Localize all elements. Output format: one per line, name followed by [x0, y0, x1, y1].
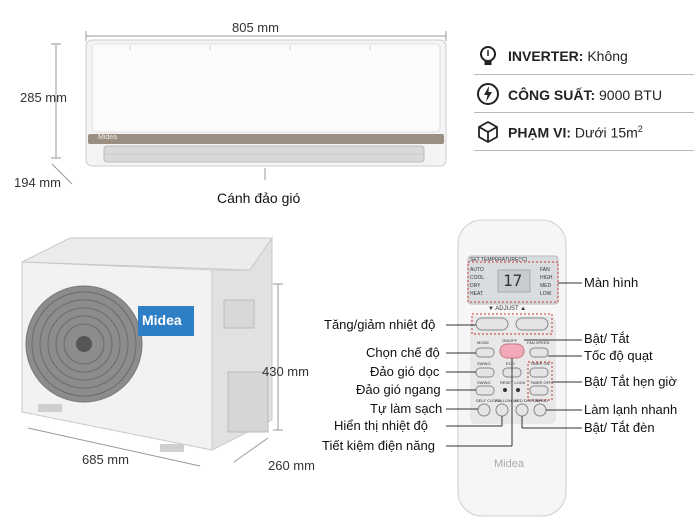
indoor-width-label: 805 mm: [232, 20, 279, 35]
outdoor-height-label: 430 mm: [262, 364, 309, 379]
selfclean-button-label: SELF CLEAN: [476, 398, 501, 403]
vane-label: Cánh đảo gió: [217, 190, 301, 206]
power-icon: [477, 83, 499, 105]
mode-button-label: MODE: [477, 340, 489, 345]
swing-v-button-label: SWING: [477, 361, 491, 366]
timeron-button-label: TIMER ON: [530, 361, 550, 366]
remote-temp-display: 17: [503, 271, 523, 290]
eco-button-label: ECO: [506, 361, 515, 366]
spec-range-key: PHẠM VI:: [508, 124, 571, 141]
onoff-button-label: ON/OFF: [502, 338, 518, 343]
followme-button-label: FOLLOW ME: [495, 398, 520, 403]
turbo-button-label: TURBO: [534, 398, 548, 403]
indoor-depth-label: 194 mm: [14, 175, 61, 190]
fan-label: FAN: [540, 267, 550, 273]
label-turbo: Làm lạnh nhanh: [584, 402, 678, 417]
cube-icon: [478, 120, 498, 144]
spec-range-sup: 2: [637, 124, 643, 134]
mode-heat: HEAT: [470, 291, 483, 297]
label-horizontal-swing: Đảo gió ngang: [356, 382, 441, 397]
label-timer: Bật/ Tắt hẹn giờ: [584, 374, 677, 389]
spec-power-key: CÔNG SUẤT:: [508, 87, 596, 103]
mode-dry: DRY: [470, 283, 481, 289]
spec-power: CÔNG SUẤT: 9000 BTU: [508, 87, 662, 103]
spec-inverter-key: INVERTER:: [508, 48, 584, 64]
label-screen: Màn hình: [584, 275, 639, 290]
swing-h-button-label: SWING: [477, 380, 491, 385]
label-fan-speed: Tốc độ quạt: [584, 348, 653, 363]
spec-range: PHẠM VI: Dưới 15m2: [508, 124, 643, 141]
outdoor-width-label: 685 mm: [82, 452, 129, 467]
spec-range-value: Dưới 15m: [574, 124, 638, 141]
label-onoff: Bật/ Tắt: [584, 331, 630, 346]
spec-inverter: INVERTER: Không: [508, 48, 628, 64]
mode-auto: AUTO: [470, 267, 484, 273]
label-mode: Chọn chế độ: [366, 345, 440, 360]
resetlock-label: RESET LOCK: [500, 380, 526, 385]
remote-modes-left: AUTO COOL DRY HEAT: [470, 266, 484, 298]
outdoor-brand-logo: Midea: [142, 312, 182, 328]
indoor-height-label: 285 mm: [20, 90, 67, 105]
label-temp-adjust: Tăng/giảm nhiệt độ: [324, 317, 436, 332]
remote-brand-logo: Midea: [494, 458, 524, 470]
label-show-temp: Hiển thị nhiệt độ: [334, 418, 428, 433]
outdoor-depth-label: 260 mm: [268, 458, 315, 473]
led-button-label: LED DISPLAY: [515, 398, 541, 403]
label-eco: Tiết kiệm điện năng: [322, 438, 435, 453]
spec-power-value: 9000 BTU: [599, 87, 663, 103]
fan-med: MED: [540, 283, 552, 289]
bulb-icon: [480, 46, 496, 65]
fanspeed-button-label: FAN SPEED: [527, 340, 550, 345]
spec-inverter-value: Không: [587, 48, 628, 64]
adjust-label: ▼ ADJUST ▲: [488, 306, 527, 312]
indoor-brand-logo: Midea: [98, 134, 118, 141]
remote-screen-title: SET TEMPERATURE(°C): [470, 257, 528, 263]
timeroff-button-label: TIMER OFF: [530, 380, 552, 385]
label-self-clean: Tự làm sạch: [370, 401, 443, 416]
label-vertical-swing: Đảo gió dọc: [370, 364, 440, 379]
label-led: Bật/ Tắt đèn: [584, 420, 655, 435]
fan-high: HIGH: [540, 275, 553, 281]
remote-modes-right: FAN HIGH MED LOW: [540, 266, 553, 298]
mode-cool: COOL: [470, 275, 485, 281]
fan-low: LOW: [540, 291, 552, 297]
